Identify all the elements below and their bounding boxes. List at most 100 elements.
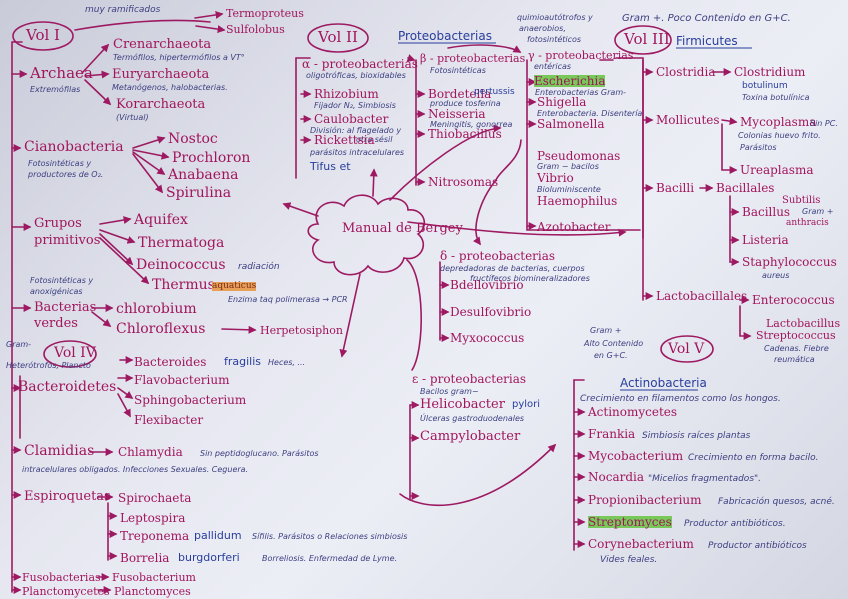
corynebacterium: Corynebacterium [588, 537, 694, 551]
vol1-label: Vol I [26, 26, 60, 44]
propionibacterium-note: Fabricación quesos, acné. [718, 497, 835, 507]
deino-note: radiación [238, 262, 280, 272]
mycoplasma-note-1: Colonias huevo frito. [738, 131, 821, 140]
chlamydia-note-2: intracelulares obligados. Infecciones Se… [22, 465, 249, 474]
bdellovibrio: Bdellovibrio [450, 278, 524, 292]
caulobacter: Caulobacter [314, 112, 389, 126]
thermus-note: Enzima taq polimerasa → PCR [228, 295, 348, 304]
chloroflexus: Chloroflexus [116, 321, 206, 337]
azotobacter: Azotobacter [537, 220, 611, 234]
vol5-oval [660, 335, 714, 363]
foto-note-1: Fotosintéticas y [30, 276, 94, 285]
desulfovibrio: Desulfovibrio [450, 305, 532, 319]
treponema-note: Sífilis. Parásitos o Relaciones simbiosi… [252, 532, 408, 541]
korarchaeota: Korarchaeota [116, 97, 206, 112]
clostridia: Clostridia [656, 65, 716, 79]
frankia: Frankia [588, 427, 636, 441]
chlorobium: chlorobium [116, 301, 197, 317]
crenarchaeota: Crenarchaeota [113, 37, 212, 52]
aquifex: Aquifex [134, 212, 188, 228]
prochloron: Prochloron [172, 150, 251, 166]
espiroquetas: Espiroquetas [24, 489, 111, 504]
planctomyces: Planctomyces [114, 585, 191, 598]
neisseria-note: Meningitis, gonorrea [430, 120, 513, 129]
neisseria: Neisseria [428, 107, 486, 121]
fragilis: fragilis [224, 355, 262, 368]
vol1-top-note: muy ramificados [85, 5, 161, 15]
nostoc: Nostoc [168, 131, 218, 147]
vol4-label: Vol IV [54, 345, 96, 361]
vibrio-note: Bioluminiscente [537, 185, 601, 194]
myxococcus: Myxococcus [450, 331, 525, 345]
rickettsia-note: parásitos intracelulares [310, 148, 405, 157]
streptomyces-note: Productor antibióticos. [684, 519, 786, 529]
bacterias-verdes-1: Bacterias [34, 300, 97, 315]
bacillales: Bacillales [716, 181, 775, 195]
actinobacteria: Actinobacteria [620, 376, 707, 390]
clostridium: Clostridium [734, 65, 806, 79]
pseudomonas-note: Gram − bacilos [537, 162, 599, 171]
lactobacillales: Lactobacillales [656, 289, 748, 303]
herpetosiphon: Herpetosiphon [260, 324, 343, 337]
flavobacterium: Flavobacterium [134, 373, 230, 387]
actinomycetes: Actinomycetes [588, 405, 678, 419]
chlamydia-note-1: Sin peptidoglucano. Parásitos [200, 449, 319, 458]
vol3-header: Gram +. Poco Contenido en G+C. [622, 13, 791, 24]
epsilon-proteobacterias: ε - proteobacterias [412, 372, 527, 386]
gamma-note-1: quimioautótrofos y [517, 13, 593, 22]
euryarchaeota: Euryarchaeota [112, 67, 210, 82]
termoproteus: Termoproteus [226, 7, 304, 20]
streptomyces: Streptomyces [588, 515, 672, 529]
caulobacter-note-2: otra sésil [356, 135, 393, 144]
actinobacteria-note: Crecimiento en filamentos como los hongo… [580, 394, 781, 404]
botulinum-note: Toxina botulínica [742, 93, 810, 102]
ciano-note-1: Fotosintéticas y [28, 159, 92, 168]
vol1-oval [12, 21, 74, 51]
bacteroides-note: Heces, ... [268, 358, 306, 367]
vol5-label: Vol V [668, 341, 705, 357]
beta-proteobacterias: β - proteobacterias [420, 52, 526, 65]
burgdorferi: burgdorferi [178, 551, 240, 564]
rhizobium-note: Fijador N₂, Simbiosis [314, 101, 396, 110]
tifus-note: Tifus et [310, 160, 351, 173]
corynebacterium-note-1: Productor antibióticos [708, 541, 807, 551]
vol5-note-2: Alto Contenido [584, 339, 644, 348]
salmonella: Salmonella [537, 117, 605, 131]
mycobacterium-note: Crecimiento en forma bacilo. [688, 453, 819, 463]
grupos-primitivos-2: primitivos [34, 233, 101, 248]
treponema: Treponema [120, 529, 190, 543]
eury-note: Metanógenos, halobacterias. [112, 83, 228, 92]
planctomycetes: Planctomycetes [22, 585, 110, 598]
vol2-label: Vol II [318, 28, 358, 46]
rickettsia: Rickettsia [314, 133, 375, 147]
cren-note: Termófilos, hipertermófilos a VT° [113, 53, 245, 62]
propionibacterium: Propionibacterium [588, 493, 702, 507]
grupos-primitivos-1: Grupos [34, 216, 82, 231]
delta-note-1: depredadoras de bacterias, cuerpos [440, 264, 585, 273]
rhizobium: Rhizobium [314, 87, 379, 101]
nocardia-note: "Micelios fragmentados". [648, 474, 762, 484]
mycobacterium: Mycobacterium [588, 449, 684, 463]
botulinum: botulinum [742, 81, 788, 91]
ciano-note-2: productores de O₂. [28, 170, 104, 179]
listeria: Listeria [742, 233, 789, 247]
borrelia-note: Borreliosis. Enfermedad de Lyme. [262, 554, 398, 563]
campylobacter: Campylobacter [420, 429, 521, 444]
frankia-note: Simbiosis raíces plantas [642, 431, 751, 441]
mycoplasma-note-2: Parásitos [740, 143, 777, 152]
vol4-gram-note: Gram- [6, 340, 32, 349]
thermus: Thermus [152, 277, 215, 293]
vol2-oval [307, 23, 369, 53]
vol5-note-1: Gram + [590, 326, 622, 335]
shigella-note: Enterobacteria. Disentería [537, 109, 643, 118]
pertussis: pertussis [474, 87, 515, 97]
bacilli: Bacilli [656, 181, 695, 195]
chlamydia: Chlamydia [118, 445, 183, 459]
clamidias: Clamidias [24, 443, 95, 459]
thermus-aquaticus: aquaticus [212, 281, 257, 291]
delta-proteobacterias: δ - proteobacterias [440, 249, 556, 263]
bacteroidetes: Bacteroidetes [18, 379, 117, 395]
deinococcus: Deinococcus [136, 257, 226, 273]
fusobacterias: Fusobacterias [22, 571, 101, 584]
